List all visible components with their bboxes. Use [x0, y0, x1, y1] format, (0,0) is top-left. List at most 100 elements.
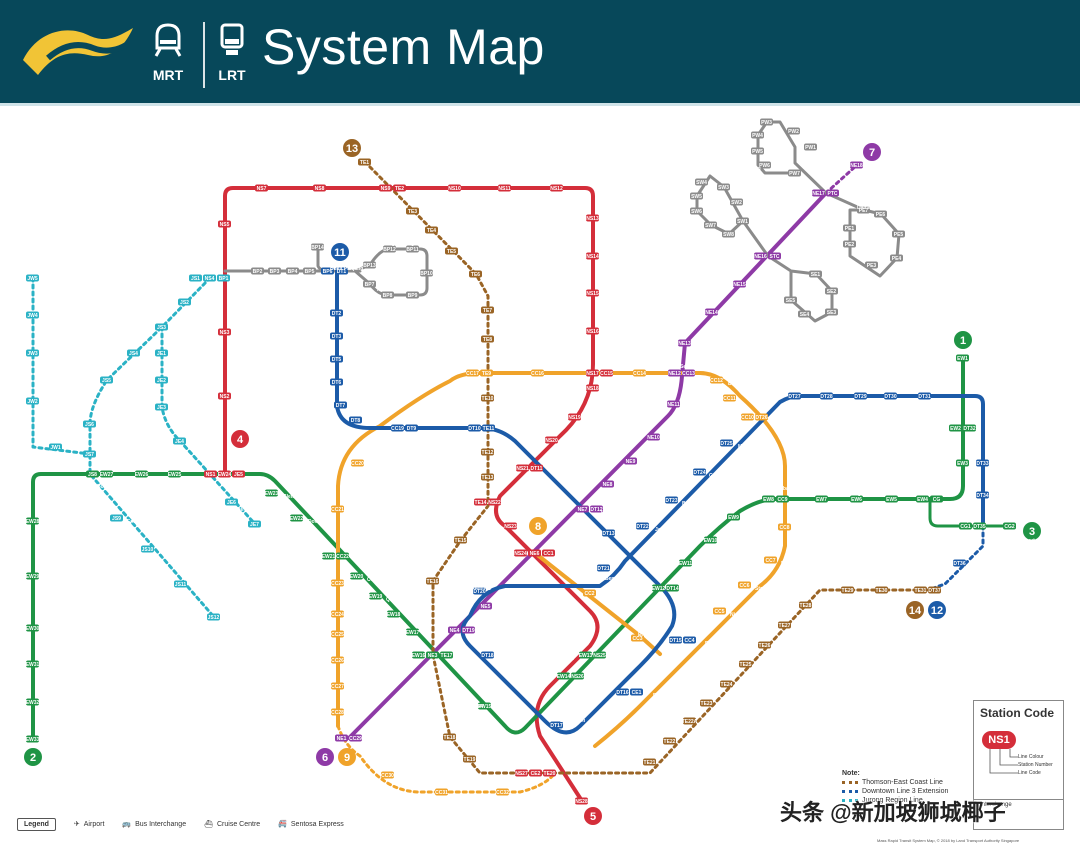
station[interactable]: TE7Bright Hill	[446, 306, 494, 318]
station[interactable]: DT23Bendemeer	[665, 496, 709, 508]
station[interactable]: DT10TE11Stevens	[459, 419, 495, 432]
station[interactable]: NS2Bukit Batok	[218, 392, 262, 404]
station[interactable]: NS13Yishun	[586, 214, 620, 226]
station[interactable]: NE11Woodleigh	[630, 400, 680, 412]
station[interactable]: EW23Clementi	[265, 489, 305, 501]
station[interactable]: DT22Jalan Besar	[636, 522, 683, 534]
station[interactable]: CC27Labrador Park	[281, 682, 344, 694]
station[interactable]: TE3Woodlands South	[406, 207, 466, 219]
station[interactable]: NS19Toa Payoh	[568, 413, 611, 425]
station[interactable]: TE25Tanjong Katong	[739, 660, 795, 672]
station[interactable]: SW8Renjong	[720, 230, 740, 251]
station[interactable]: EW4CGTanah Merah	[909, 491, 943, 503]
station[interactable]: NS18Braddell	[555, 384, 599, 396]
station[interactable]: NE13Kovan	[654, 339, 691, 351]
station[interactable]: DT28Kaki Bukit	[820, 392, 845, 413]
station[interactable]: NS8Marsiling	[305, 184, 327, 205]
station[interactable]: BP7Petir	[363, 280, 388, 294]
station[interactable]: CC2Bras Basah	[583, 589, 630, 601]
station[interactable]: EW3Simei	[934, 459, 969, 471]
station[interactable]: NS7Kranji	[253, 180, 268, 192]
station[interactable]: TE29Bayshore	[832, 581, 855, 594]
station[interactable]: JE2Tengah Park	[155, 376, 203, 384]
station[interactable]: EW21CC22Buona Vista	[322, 552, 385, 564]
station[interactable]: JS10Tukang	[141, 545, 175, 557]
station[interactable]: SW1Cheng Lim	[736, 217, 779, 229]
station[interactable]: TE22AGardens Bay East	[682, 717, 743, 729]
station[interactable]: DT33Tampines East	[976, 457, 1028, 467]
station[interactable]: JE4Toh Guan	[173, 437, 215, 446]
station[interactable]: NS9TE2Woodlands	[379, 180, 433, 192]
station[interactable]: EW19Queenstown	[369, 592, 416, 604]
station[interactable]: DT15CC4Promenade	[669, 636, 732, 648]
station[interactable]: PW4Samudera	[719, 131, 764, 143]
station[interactable]: EW16NE3TE17Outram Park	[368, 651, 453, 663]
station[interactable]: BP2South View	[249, 263, 276, 275]
station[interactable]: CC7Mountbatten	[764, 556, 811, 568]
station[interactable]: SW4Thanggam	[664, 178, 708, 190]
station[interactable]: CC14Lorong Chuan	[629, 369, 663, 391]
station[interactable]: SW6Layar	[670, 207, 703, 219]
station[interactable]: JW4Nanyang Crescent	[26, 311, 87, 319]
station[interactable]: CC31Cantonment	[422, 788, 452, 805]
station[interactable]: JS12Jurong Pier	[207, 613, 253, 625]
station[interactable]: JE7Pandan Reservoir	[240, 520, 283, 544]
station[interactable]: TE1Woodlands North	[358, 158, 419, 170]
station[interactable]: BP6DT1Bukit Panjang	[321, 266, 363, 275]
station[interactable]: CC11Tai Seng	[697, 394, 736, 406]
station[interactable]: NS10Admiralty	[440, 184, 463, 205]
station[interactable]: JS1NS4BP1Choa Chu Kang	[150, 274, 230, 286]
station[interactable]: CC6Stadium	[738, 581, 775, 593]
station[interactable]: NE7DT12Little India	[576, 505, 626, 517]
station[interactable]: DT17Downtown	[550, 718, 585, 729]
station[interactable]: CC30Keppel	[357, 771, 394, 783]
station[interactable]: EW7Eunos	[813, 495, 828, 517]
station[interactable]: BP5Phoenis	[299, 267, 319, 292]
station[interactable]: DT27Ubi	[788, 385, 801, 400]
station[interactable]: SW2Farmway	[730, 198, 769, 210]
station[interactable]: EW12DT14Bugis	[652, 584, 697, 596]
station[interactable]: CC21Holland Village	[331, 505, 383, 517]
station[interactable]: JE1Tengah Plantation	[155, 348, 216, 357]
station[interactable]: NE10Potong Pasir	[647, 433, 697, 445]
station[interactable]: EW2DT32Tampines	[918, 424, 976, 436]
station[interactable]: DT5Beauty World	[281, 355, 343, 367]
station[interactable]: NS28Marina South Pier	[575, 797, 636, 809]
station[interactable]: TE18Maxwell	[414, 733, 456, 745]
station[interactable]: EW31Tuas Crescent	[26, 660, 78, 672]
station[interactable]: DT31Tampines West	[910, 380, 947, 400]
station[interactable]: DT7Sixth Avenue	[289, 401, 347, 413]
station[interactable]: TE21Marina South	[643, 758, 691, 770]
station[interactable]: DT36Xilin	[953, 559, 982, 571]
station[interactable]: PE3Coral Edge	[834, 261, 878, 273]
station[interactable]: EW10Kallang	[704, 536, 740, 548]
station[interactable]: NE1CC29HarbourFront	[289, 734, 362, 746]
station[interactable]: TE4Springleaf	[425, 226, 469, 238]
station[interactable]: TE30Bedok South	[872, 586, 903, 608]
station[interactable]: EW29Joo Koon	[26, 572, 66, 584]
station[interactable]: BP9Bangkit	[404, 291, 423, 311]
station[interactable]: PW3Punggol Point	[721, 118, 773, 130]
station[interactable]: NE4DT19Chinatown	[448, 626, 506, 638]
station[interactable]: NE18Punggol Coast	[850, 161, 904, 173]
station[interactable]: DT2Cashew	[301, 309, 343, 321]
station[interactable]: CC19DT9Botanic Gardens	[391, 424, 437, 445]
station[interactable]: CC3Esplanade	[631, 632, 663, 642]
station[interactable]: EW5Bedok	[881, 495, 898, 517]
station[interactable]: SW3Kupang	[717, 183, 753, 195]
station[interactable]: EW6Kembangan	[838, 491, 867, 503]
station[interactable]: JS4Hong Kah	[93, 349, 140, 361]
station[interactable]: CC17TE9Caldecott	[453, 364, 493, 377]
station[interactable]: PE5Kadaloor	[892, 230, 931, 242]
station[interactable]: PE4Riviera	[890, 254, 924, 267]
station[interactable]: TE31DT37Sungei Bedok	[914, 586, 979, 598]
station[interactable]: NS1EW24JE5Jurong East	[204, 457, 259, 478]
station[interactable]: EW14NS26Raffles Place	[520, 672, 584, 684]
station[interactable]: DT16CE1Bayfront	[616, 688, 674, 700]
station[interactable]: CC32Prince Edward	[480, 788, 515, 805]
station[interactable]: TE10Mount Pleasant	[481, 394, 536, 406]
station[interactable]: CC16Marymount	[520, 364, 547, 377]
station[interactable]: CG2Changi Airport	[1000, 522, 1035, 545]
station[interactable]: DT8Tan Kah Kee	[305, 416, 362, 428]
station[interactable]: NE16STCSengkang	[718, 252, 781, 264]
